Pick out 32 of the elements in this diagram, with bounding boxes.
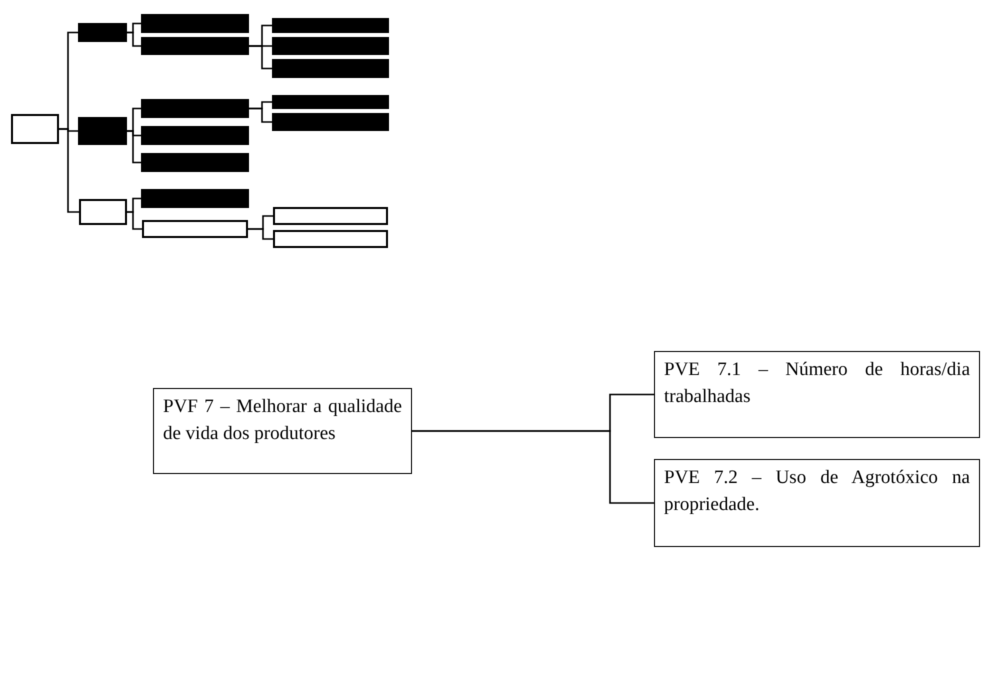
connector-line (249, 108, 272, 123)
empty-box (11, 114, 59, 144)
text-box (654, 351, 980, 438)
empty-box (273, 230, 388, 248)
connector-line (59, 128, 79, 213)
box-text: PVE 7.2 – Uso de Agrotóxico na propriedade. (664, 466, 970, 517)
filled-box (78, 23, 127, 42)
filled-box (141, 153, 249, 172)
filled-box (78, 117, 127, 145)
connector-line (127, 32, 141, 47)
connector-line (127, 211, 142, 230)
filled-box (141, 126, 249, 145)
text-box (153, 388, 412, 474)
connector-line (412, 430, 654, 504)
filled-box (272, 37, 389, 55)
filled-box (272, 18, 389, 33)
box-text: PVE 7.1 – Número de horas/dia trabalhadas (664, 358, 970, 409)
filled-box (272, 95, 389, 109)
connector-line (127, 130, 141, 164)
filled-box (272, 113, 389, 131)
filled-box (141, 14, 249, 33)
filled-box (141, 189, 249, 208)
filled-box (272, 59, 389, 78)
empty-box (142, 220, 248, 238)
connector-line (248, 228, 273, 240)
empty-box (79, 199, 127, 225)
text-box (654, 459, 980, 547)
box-text: PVF 7 – Melhorar a qualidade de vida dos produtores (163, 395, 402, 446)
connector-line (249, 45, 272, 70)
empty-box (273, 207, 388, 225)
filled-box (141, 37, 249, 55)
filled-box (141, 99, 249, 118)
